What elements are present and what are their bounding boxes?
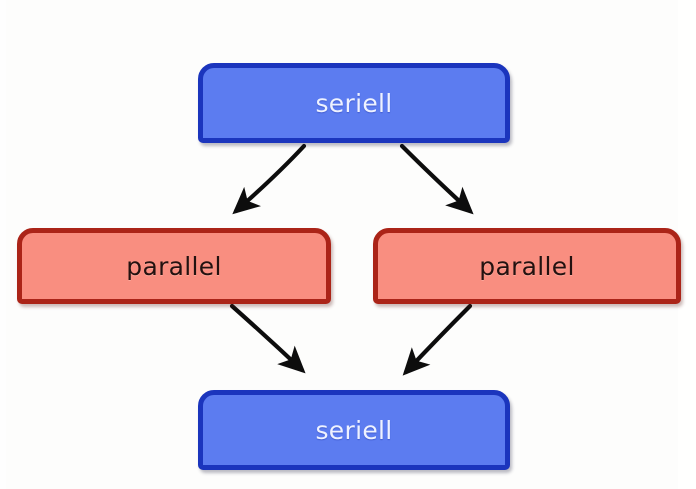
- edge-top-to-left: [232, 143, 307, 215]
- node-parallel-right[interactable]: parallel: [373, 228, 681, 304]
- node-label: seriell: [315, 88, 393, 118]
- node-label: parallel: [479, 251, 575, 281]
- node-parallel-left[interactable]: parallel: [17, 228, 331, 304]
- edge-left-to-bottom: [229, 303, 306, 374]
- edge-top-to-right: [399, 143, 474, 215]
- node-seriell-bottom[interactable]: seriell: [198, 390, 510, 470]
- node-label: seriell: [315, 415, 393, 445]
- node-seriell-top[interactable]: seriell: [198, 63, 510, 143]
- node-label: parallel: [126, 251, 222, 281]
- left-edge-band: [0, 0, 6, 489]
- right-edge-band: [678, 0, 696, 489]
- edge-right-to-bottom: [402, 303, 473, 376]
